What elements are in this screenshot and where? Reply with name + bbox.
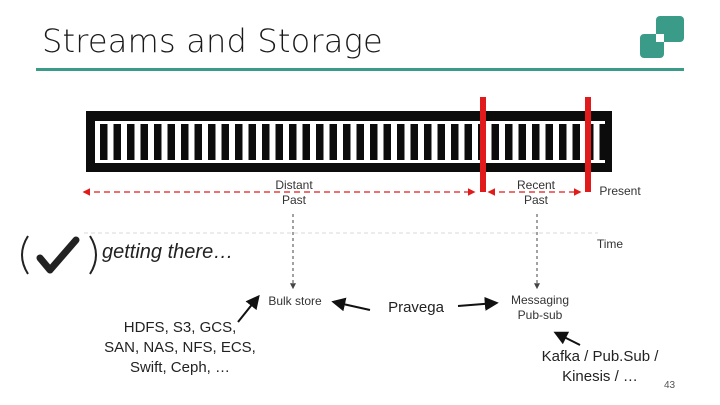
- stream-segment: [316, 124, 324, 160]
- stream-segment: [302, 124, 310, 160]
- stream-segment: [194, 124, 202, 160]
- stream-segment: [505, 124, 513, 160]
- stream-segment: [100, 124, 108, 160]
- stream-segment: [437, 124, 445, 160]
- stream-segment: [248, 124, 256, 160]
- stream-segment: [518, 124, 526, 160]
- stream-segment: [154, 124, 162, 160]
- stream-tape: [86, 111, 612, 172]
- present-label: Present: [599, 184, 641, 198]
- stream-segment: [559, 124, 567, 160]
- stream-segment: [451, 124, 459, 160]
- storage-examples-arrow: [237, 294, 260, 323]
- stream-segment: [545, 124, 553, 160]
- slide-number: 43: [664, 380, 676, 391]
- stream-segment: [329, 124, 337, 160]
- logo-icon: [640, 16, 684, 58]
- storage-examples: HDFS, S3, GCS, SAN, NAS, NFS, ECS, Swift…: [104, 319, 256, 376]
- stream-segment: [262, 124, 270, 160]
- slide-title: Streams and Storage: [42, 22, 383, 60]
- status-text: getting there…: [102, 241, 234, 263]
- stream-segment: [410, 124, 418, 160]
- stream-segment: [383, 124, 391, 160]
- stream-segment: [113, 124, 121, 160]
- stream-segment: [275, 124, 283, 160]
- messaging-label: Messaging Pub-sub: [510, 293, 570, 322]
- stream-segment: [370, 124, 378, 160]
- stream-segment: [127, 124, 135, 160]
- stream-segment: [532, 124, 540, 160]
- stream-segment: [235, 124, 243, 160]
- stream-segment: [464, 124, 472, 160]
- stream-segment: [289, 124, 297, 160]
- stream-segment: [208, 124, 216, 160]
- title-underline: [36, 68, 684, 71]
- time-label: Time: [596, 237, 624, 251]
- stream-segment: [221, 124, 229, 160]
- pravega-label: Pravega: [388, 299, 444, 316]
- stream-segment: [356, 124, 364, 160]
- stream-segment: [397, 124, 405, 160]
- messaging-examples: Kafka / Pub.Sub / Kinesis / …: [541, 348, 659, 385]
- stream-segment: [167, 124, 175, 160]
- stream-segment: [424, 124, 432, 160]
- distant-past-label: Distant Past: [275, 178, 313, 207]
- stream-segments: [100, 124, 607, 160]
- stream-segment: [140, 124, 148, 160]
- stream-segment: [599, 124, 607, 160]
- stream-segment: [572, 124, 580, 160]
- recent-past-label: Recent Past: [516, 178, 556, 207]
- messaging-examples-arrow: [553, 331, 581, 346]
- pravega-right-arrow: [457, 296, 499, 311]
- bulk-store-label: Bulk store: [268, 294, 322, 308]
- pravega-left-arrow: [331, 297, 371, 312]
- checkmark-icon: [21, 235, 97, 275]
- stream-segment: [491, 124, 499, 160]
- stream-segment: [343, 124, 351, 160]
- stream-segment: [181, 124, 189, 160]
